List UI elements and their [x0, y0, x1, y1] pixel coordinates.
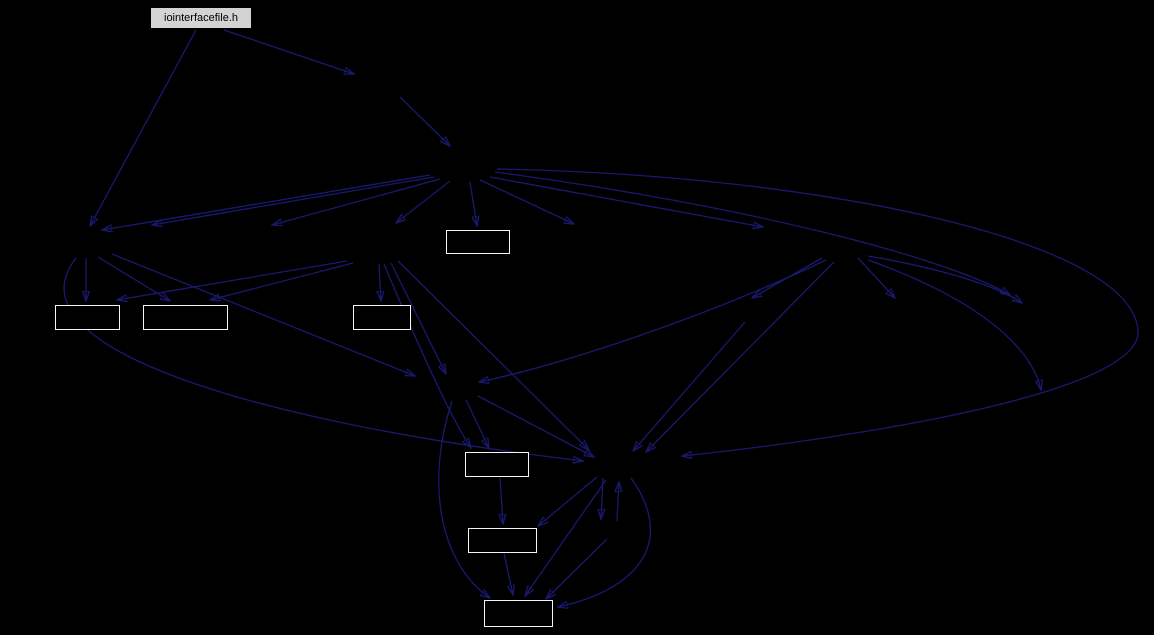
edges	[63, 29, 1139, 607]
edge	[525, 479, 607, 596]
node-unlabeled-1[interactable]	[446, 230, 510, 254]
edge	[538, 476, 598, 526]
node-unlabeled-2[interactable]	[55, 305, 120, 330]
edge	[633, 321, 746, 451]
edge	[90, 29, 197, 226]
edge	[111, 253, 415, 376]
edge	[477, 395, 594, 457]
edge	[399, 96, 450, 146]
edge	[867, 259, 1041, 390]
edge	[117, 260, 348, 300]
edge	[479, 179, 574, 224]
node-iointerfacefile-label: iointerfacefile.h	[164, 12, 238, 24]
edge	[500, 477, 503, 524]
node-unlabeled-4[interactable]	[353, 305, 411, 330]
edge	[494, 171, 1010, 295]
edge	[503, 552, 513, 595]
edge	[465, 399, 489, 448]
edge	[63, 257, 583, 461]
edge	[210, 262, 354, 300]
edge	[489, 176, 763, 227]
edge	[272, 178, 441, 225]
edge	[390, 262, 446, 374]
edge	[646, 261, 835, 452]
edge	[223, 29, 354, 74]
edge	[546, 538, 608, 599]
edge	[558, 477, 651, 607]
edge	[601, 477, 603, 519]
edge	[152, 176, 435, 225]
edge	[102, 174, 431, 230]
edge	[397, 260, 589, 450]
edge	[867, 255, 1022, 303]
edge	[379, 263, 381, 301]
edge	[617, 482, 619, 522]
node-unlabeled-6[interactable]	[468, 528, 537, 553]
node-unlabeled-5[interactable]	[465, 452, 529, 477]
edge	[469, 181, 477, 226]
edge	[396, 180, 451, 223]
node-iointerfacefile[interactable]: iointerfacefile.h	[150, 7, 252, 29]
edge	[97, 256, 170, 301]
edge	[479, 259, 827, 382]
node-unlabeled-7[interactable]	[484, 600, 553, 627]
edge	[383, 263, 471, 448]
edge	[857, 257, 895, 298]
edge	[438, 400, 490, 598]
edge	[496, 168, 1139, 456]
node-unlabeled-3[interactable]	[143, 305, 228, 330]
